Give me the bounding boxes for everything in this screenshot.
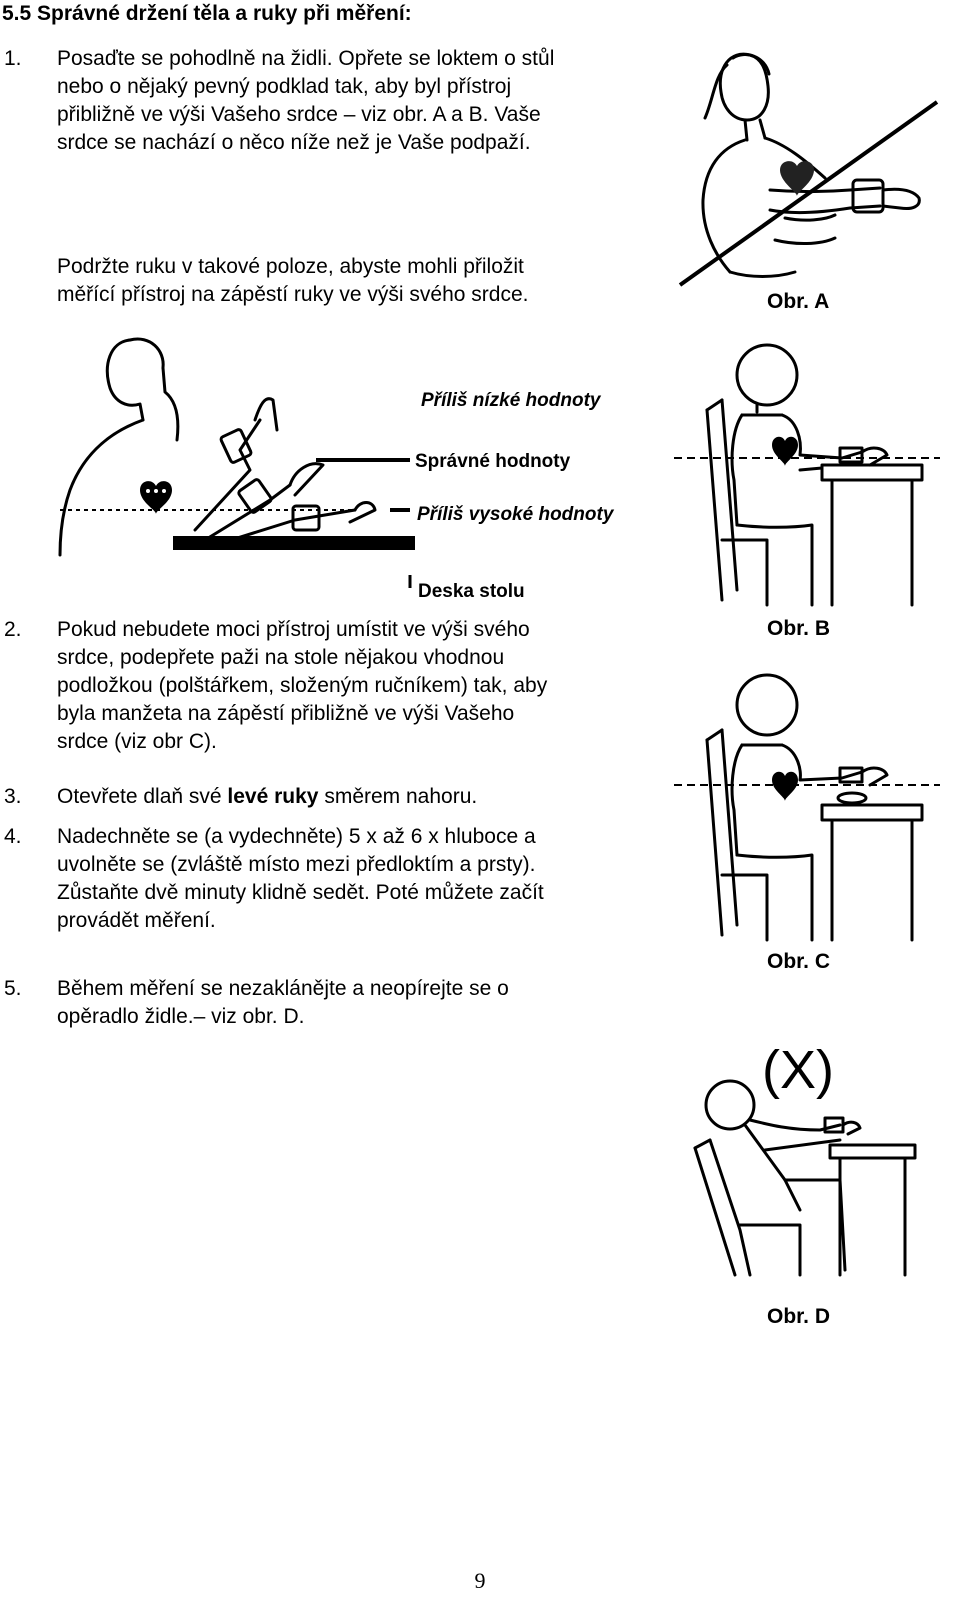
item-1-line: Posaďte se pohodlně na židli. Opřete se …	[57, 47, 555, 70]
figure-c-illustration	[674, 673, 940, 942]
item-1-line: srdce se nachází o něco níže než je Vaše…	[57, 131, 531, 154]
page-number: 9	[474, 1568, 486, 1593]
item-2-line: Pokud nebudete moci přístroj umístit ve …	[57, 618, 530, 641]
item-4-number: 4.	[4, 825, 22, 848]
section-heading: 5.5 Správné držení těla a ruky při měřen…	[2, 2, 412, 25]
item-3-number: 3.	[4, 785, 22, 808]
item-3-text: Otevřete dlaň své levé ruky směrem nahor…	[57, 783, 651, 811]
item-2-line: podložkou (polštářkem, složeným ručníkem…	[57, 674, 548, 697]
item-5-text: Během měření se nezaklánějte a neopírejt…	[57, 975, 651, 1031]
item-4-line: Zůstaňte dvě minuty klidně sedět. Poté m…	[57, 881, 544, 904]
figure-a-illustration	[678, 52, 939, 287]
item-2-number: 2.	[4, 618, 22, 641]
label-desk: Deska stolu	[418, 581, 525, 602]
label-too-low: Příliš nízké hodnoty	[421, 390, 602, 411]
item-1-number: 1.	[4, 47, 22, 70]
item-1-sub-line: Podržte ruku v takové poloze, abyste moh…	[57, 255, 524, 278]
item-1-sub-line: měřící přístroj na zápěstí ruky ve výši …	[57, 283, 529, 306]
item-3-before: Otevřete dlaň své	[57, 785, 228, 808]
label-correct: Správné hodnoty	[415, 451, 571, 472]
caption-d: Obr. D	[767, 1305, 831, 1328]
item-4-line: uvolněte se (zvláště místo mezi předlokt…	[57, 853, 536, 876]
item-4-text: Nadechněte se (a vydechněte) 5 x až 6 x …	[57, 823, 651, 935]
item-4-line: Nadechněte se (a vydechněte) 5 x až 6 x …	[57, 825, 536, 848]
item-5-line: Během měření se nezaklánějte a neopírejt…	[57, 977, 509, 1000]
item-5-line: opěradlo židle.– viz obr. D.	[57, 1005, 305, 1028]
item-2-line: byla manžeta na zápěstí přibližně ve výš…	[57, 702, 515, 725]
item-1-line: nebo o nějaký pevný podklad tak, aby byl…	[57, 75, 512, 98]
wrist-height-diagram: Příliš nízké hodnoty Správné hodnoty Pří…	[58, 337, 615, 602]
cross-mark: (X)	[762, 1040, 834, 1100]
item-2-line: srdce (viz obr C).	[57, 730, 217, 753]
item-1-text: Posaďte se pohodlně na židli. Opřete se …	[57, 45, 651, 157]
item-4-line: provádět měření.	[57, 909, 216, 932]
item-2-text: Pokud nebudete moci přístroj umístit ve …	[57, 616, 651, 756]
figure-d-illustration: (X)	[693, 1040, 917, 1277]
item-5-number: 5.	[4, 977, 22, 1000]
label-too-high: Příliš vysoké hodnoty	[417, 504, 615, 525]
item-1-subtext: Podržte ruku v takové poloze, abyste moh…	[57, 253, 651, 309]
caption-a: Obr. A	[767, 290, 830, 313]
caption-c: Obr. C	[767, 950, 831, 973]
caption-b: Obr. B	[767, 617, 831, 640]
item-3-after: směrem nahoru.	[318, 785, 478, 808]
item-3-bold: levé ruky	[227, 785, 319, 808]
item-2-line: srdce, podepřete paži na stole nějakou v…	[57, 646, 505, 669]
figure-b-illustration	[674, 343, 940, 607]
item-1-line: přibližně ve výši Vašeho srdce – viz obr…	[57, 103, 541, 126]
